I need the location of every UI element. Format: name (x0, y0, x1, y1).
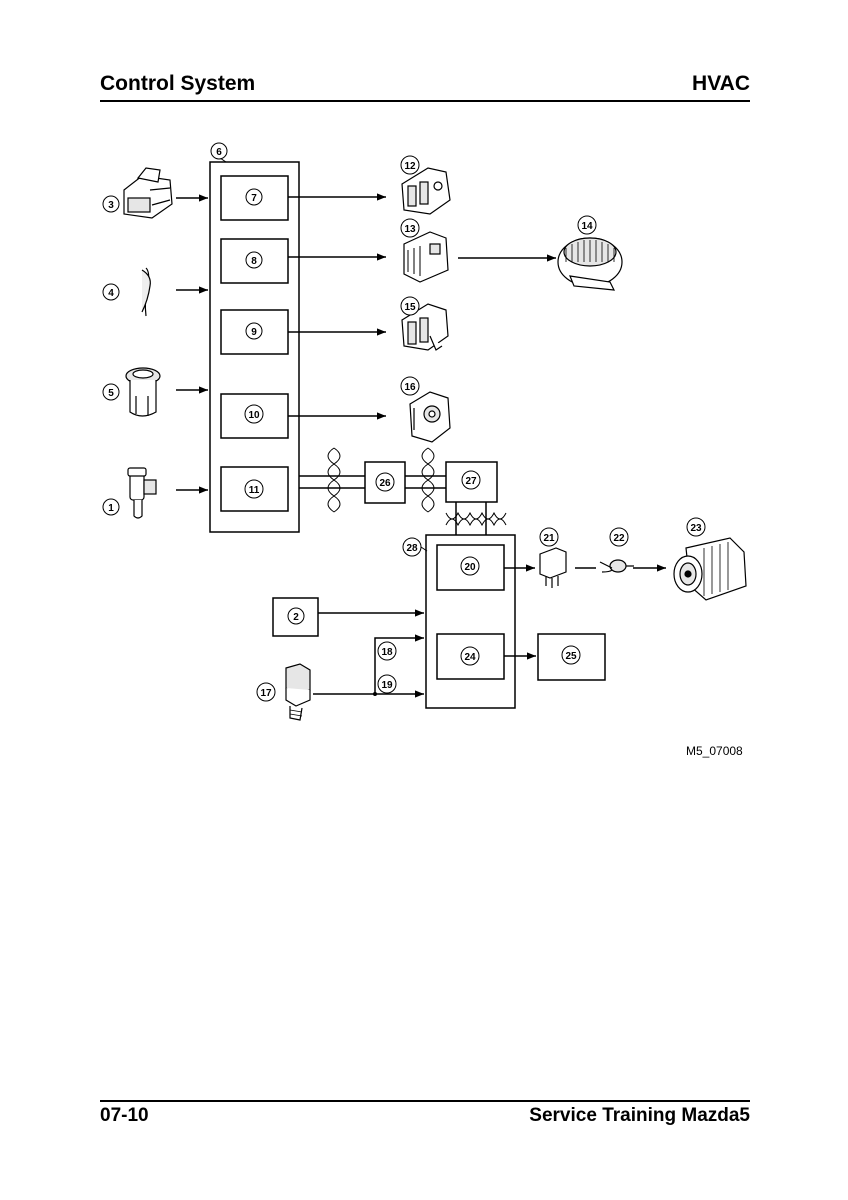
callout-27: 27 (461, 470, 481, 490)
input-arrows (176, 194, 208, 494)
blower-motor-icon (557, 237, 623, 291)
callout-9: 9 (245, 322, 263, 340)
callout-2: 2 (287, 607, 305, 625)
sensor-block-2 (272, 597, 319, 637)
ambient-sensor-icon (127, 467, 157, 519)
svg-text:9: 9 (251, 327, 257, 338)
svg-text:15: 15 (404, 302, 416, 313)
svg-text:18: 18 (381, 647, 393, 658)
refrigerant-pressure-switch-icon (285, 663, 311, 721)
manual-title: Service Training Mazda5 (529, 1105, 750, 1126)
callout-28: 28 (402, 537, 422, 557)
internal-block-7 (220, 175, 289, 221)
callout-19: 19 (377, 674, 397, 694)
chapter-title: HVAC (692, 72, 750, 95)
humidity-sensor-icon (125, 367, 161, 417)
callout-11: 11 (244, 479, 264, 499)
svg-text:3: 3 (108, 200, 114, 211)
svg-text:17: 17 (260, 688, 272, 699)
svg-text:14: 14 (581, 221, 593, 232)
callout-21: 21 (539, 527, 559, 547)
svg-text:20: 20 (464, 562, 476, 573)
svg-text:12: 12 (404, 161, 416, 172)
callout-16: 16 (400, 376, 420, 396)
internal-block-11 (220, 466, 289, 512)
ac-compressor-icon (673, 537, 747, 601)
svg-text:1: 1 (108, 503, 114, 514)
callout-8: 8 (245, 251, 263, 269)
recirculation-actuator-icon (409, 391, 451, 443)
callout-1: 1 (102, 498, 120, 516)
callout-5: 5 (102, 383, 120, 401)
svg-text:10: 10 (248, 410, 260, 421)
svg-text:22: 22 (613, 533, 625, 544)
callout-13: 13 (400, 218, 420, 238)
svg-text:2: 2 (293, 612, 299, 623)
mode-actuator-icon (401, 303, 449, 351)
air-mix-actuator-icon (401, 167, 451, 215)
svg-text:23: 23 (690, 523, 702, 534)
svg-text:27: 27 (465, 476, 477, 487)
section-title: Control System (100, 72, 256, 95)
callout-7: 7 (245, 188, 263, 206)
magnetic-clutch-icon (599, 559, 634, 573)
callout-12: 12 (400, 155, 420, 175)
callout-18: 18 (377, 641, 397, 661)
svg-text:4: 4 (108, 288, 114, 299)
callout-6: 6 (210, 142, 228, 160)
svg-text:26: 26 (379, 478, 391, 489)
svg-text:6: 6 (216, 147, 222, 158)
callout-14: 14 (577, 215, 597, 235)
header-rule (100, 100, 750, 102)
callout-20: 20 (460, 556, 480, 576)
svg-text:25: 25 (565, 651, 577, 662)
svg-text:16: 16 (404, 382, 416, 393)
figure-id: M5_07008 (686, 744, 743, 758)
junction-dot (373, 692, 377, 696)
callout-25: 25 (561, 645, 581, 665)
module-26 (364, 461, 406, 504)
callout-26: 26 (375, 472, 395, 492)
svg-text:8: 8 (251, 256, 257, 267)
temperature-sensor-icon (141, 267, 151, 317)
callout-4: 4 (102, 283, 120, 301)
pcm-arrows (313, 564, 666, 698)
callout-3: 3 (102, 195, 120, 213)
svg-text:28: 28 (406, 543, 418, 554)
internal-block-9 (220, 309, 289, 355)
svg-text:24: 24 (464, 652, 476, 663)
callout-23: 23 (686, 517, 706, 537)
svg-text:19: 19 (381, 680, 393, 691)
blower-controller-icon (403, 231, 449, 283)
callout-22: 22 (609, 527, 629, 547)
svg-text:7: 7 (251, 193, 257, 204)
callout-24: 24 (460, 646, 480, 666)
svg-text:13: 13 (404, 224, 416, 235)
callout-10: 10 (244, 404, 264, 424)
callout-15: 15 (400, 296, 420, 316)
footer-rule (100, 1100, 750, 1102)
twisted-pair-symbols (327, 447, 507, 527)
svg-text:21: 21 (543, 533, 555, 544)
svg-text:11: 11 (249, 485, 260, 496)
output-arrows (288, 193, 556, 420)
svg-text:5: 5 (108, 388, 114, 399)
callout-17: 17 (256, 682, 276, 702)
ac-relay-icon (539, 547, 567, 588)
page-number: 07-10 (100, 1105, 149, 1126)
sunlight-sensor-icon (123, 167, 173, 219)
callouts: 1 2 3 4 5 6 7 8 9 10 11 12 13 14 15 16 1… (102, 142, 706, 702)
